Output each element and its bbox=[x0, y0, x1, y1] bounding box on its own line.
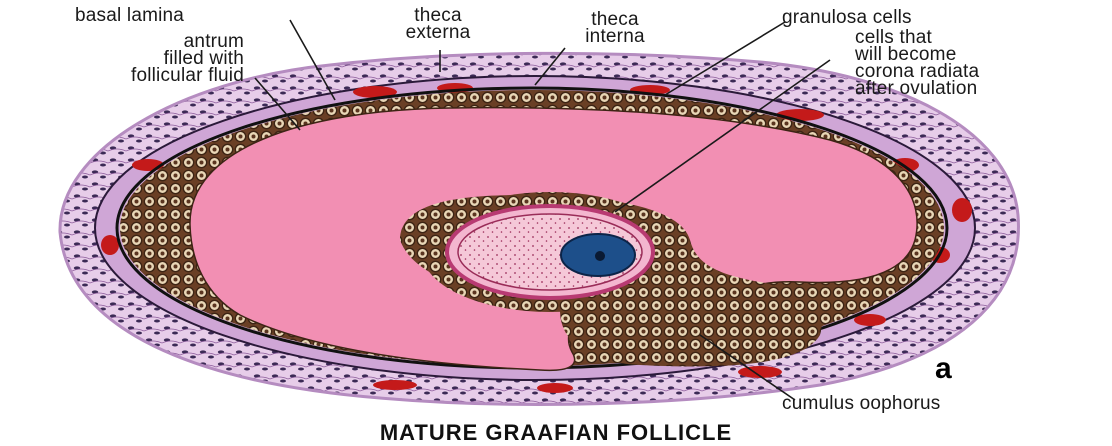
diagram-title: MATURE GRAAFIAN FOLLICLE bbox=[0, 420, 1112, 446]
label-theca-externa: theca externa bbox=[378, 7, 498, 41]
label-granulosa-cells: granulosa cells bbox=[782, 9, 912, 26]
label-theca-interna: theca interna bbox=[560, 11, 670, 45]
nucleolus bbox=[595, 251, 605, 261]
label-basal-lamina: basal lamina bbox=[75, 7, 184, 24]
label-corona-radiata: cells that will become corona radiata af… bbox=[855, 29, 979, 97]
panel-letter: a bbox=[935, 352, 952, 386]
label-antrum: antrum filled with follicular fluid bbox=[96, 33, 244, 84]
label-cumulus-oophorus: cumulus oophorus bbox=[782, 395, 940, 412]
